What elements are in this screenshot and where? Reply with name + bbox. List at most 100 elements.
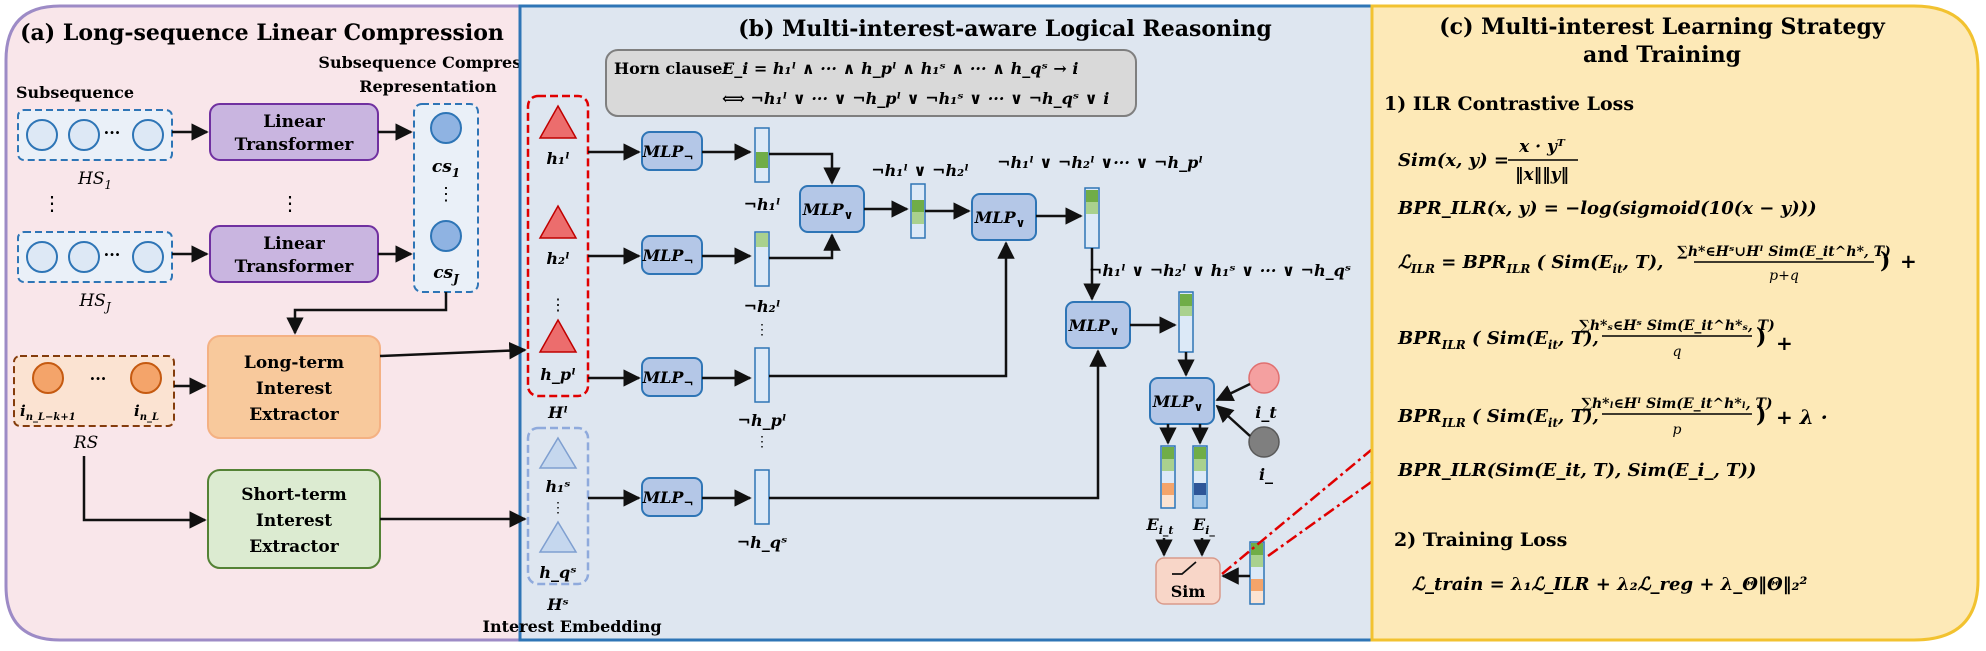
or-2-label: ¬h₁ˡ ∨ ¬h₂ˡ ∨··· ∨ ¬h_pˡ [997, 153, 1203, 172]
mlp-or-4 [1149, 377, 1215, 425]
vertical-dots-left: ⋮ [42, 191, 62, 215]
linear-transformer-1-label-2: Transformer [235, 135, 355, 155]
vertical-dots-middle: ⋮ [280, 191, 300, 215]
long-term-label-2: Interest [256, 379, 332, 399]
h2l-triangle [538, 204, 578, 239]
or-3-label: ¬h₁ˡ ∨ ¬h₂ˡ ∨ h₁ˢ ∨ ··· ∨ ¬h_qˢ [1089, 261, 1351, 280]
cs-vertical-dots: ⋮ [437, 184, 455, 205]
neg-hpl-vector [754, 347, 770, 403]
horn-clause-line-1: E_i = h₁ˡ ∧ ··· ∧ h_pˡ ∧ h₁ˢ ∧ ··· ∧ h_q… [721, 59, 1078, 78]
sim-label: Sim [1171, 582, 1206, 601]
or3-vector-fill-1 [1180, 294, 1192, 306]
section-1-title: 1) ILR Contrastive Loss [1384, 93, 1634, 115]
short-term-interest-group [526, 426, 590, 586]
eq-lilr-2-denominator: q [1673, 344, 1682, 360]
short-term-label-3: Extractor [249, 537, 339, 557]
hs1-item-2 [68, 119, 100, 151]
sim-activation-icon [1172, 561, 1197, 575]
eq-lilr-3-denominator: p [1673, 422, 1682, 438]
mlp-not-1-label: MLP¬ [641, 142, 693, 164]
rs-item-left-label: in_L−k+1 [20, 402, 76, 423]
hqs-triangle [538, 520, 578, 553]
linear-transformer-1-label-1: Linear [263, 112, 326, 132]
eq-lilr-line-1: ℒILR = BPRILR ( Sim(Eit, T), [1398, 252, 1663, 276]
or2-vector-fill-2 [1086, 202, 1098, 214]
short-term-label-1: Short-term [241, 485, 346, 505]
panel-b-title: (b) Multi-interest-aware Logical Reasoni… [738, 16, 1272, 42]
neg-hqs-vector [754, 469, 770, 525]
h1s-triangle [538, 436, 578, 469]
cs1-label: cs1 [432, 157, 460, 180]
neg-h2l-vector-fill [756, 233, 768, 247]
linear-transformer-2-label-1: Linear [263, 234, 326, 254]
target-vector-T [1249, 541, 1265, 605]
long-term-interest-extractor [207, 335, 381, 439]
neg-hpl-label: ¬h_pˡ [738, 411, 787, 430]
subsequence-label: Subsequence [16, 83, 134, 102]
horn-clause-box [605, 49, 1137, 117]
hsj-item-2 [68, 241, 100, 273]
neg-h2l-label: ¬h₂ˡ [744, 297, 781, 316]
long-term-interest-group [526, 94, 590, 398]
eq-sim-numerator: x · yᵀ [1518, 137, 1566, 157]
hs1-item-3 [132, 119, 164, 151]
interest-embedding-label: Interest Embedding [482, 617, 661, 636]
rs-item-right [130, 362, 162, 394]
short-term-label-2: Interest [256, 511, 332, 531]
hs1-item-1 [26, 119, 58, 151]
rs-item-right-label: in_L [134, 402, 159, 423]
red-arrow-sim-to-loss [1221, 434, 1390, 575]
eq-lilr-line-3: BPRILR ( Sim(Eit, T), [1397, 406, 1599, 430]
h1l-triangle [538, 104, 578, 139]
linear-transformer-2-label-2: Transformer [235, 257, 355, 277]
hsj-label: HSJ [78, 291, 111, 314]
mlp-or-2-label: MLP∨ [974, 208, 1026, 230]
rs-item-left [32, 362, 64, 394]
csj-node [430, 220, 462, 252]
mlp-or-3-label: MLP∨ [1068, 316, 1120, 338]
eq-sim-denominator: ‖x‖‖y‖ [1515, 165, 1569, 185]
hs1-label: HS1 [77, 169, 112, 192]
e-it-vector [1160, 445, 1176, 509]
negative-item-node [1248, 426, 1280, 458]
horn-clause-label: Horn clause: [614, 59, 728, 78]
panel-c: (c) Multi-interest Learning Strategy and… [1370, 4, 1980, 642]
neg-h1l-vector-fill [756, 152, 768, 168]
mlp-not-q-label: MLP¬ [641, 488, 693, 510]
rs-label: RS [73, 433, 98, 453]
arrow-negative-to-or4 [1215, 404, 1251, 437]
mlp-or-1-label: MLP∨ [802, 200, 854, 222]
eq-lilr-3-close: ) [1756, 402, 1766, 428]
hs1-dots: ··· [104, 123, 121, 142]
arrow-neg-hpl-to-or2 [769, 241, 1015, 378]
neg-h-vertical-dots-1: ⋮ [755, 322, 769, 338]
or1-vector-fill-1 [912, 200, 924, 212]
eq-lilr-3-numerator: ∑h*ₗ∈Hˡ Sim(E_it^h*ₗ, T) [1581, 396, 1772, 412]
hsj-dots: ··· [104, 245, 121, 264]
or3-vector-fill-2 [1180, 306, 1192, 316]
arrow-rs-to-short-term [82, 456, 207, 529]
sim-block [1155, 557, 1221, 605]
eq-lilr-3-plus-lambda: + λ · [1776, 405, 1828, 429]
long-term-label-3: Extractor [249, 405, 339, 425]
panel-c-title-line-1: (c) Multi-interest Learning Strategy [1439, 14, 1886, 40]
panel-a: (a) Long-sequence Linear Compression Sub… [4, 4, 552, 642]
panel-a-title: (a) Long-sequence Linear Compression [20, 20, 504, 46]
eq-lilr-line-4: BPR_ILR(Sim(E_it, T), Sim(E_i_, T)) [1397, 460, 1756, 481]
hpl-triangle [538, 318, 578, 353]
cs1-node [430, 112, 462, 144]
hs-vertical-dots: ⋮ [551, 500, 565, 516]
Hs-label: Hˢ [546, 595, 568, 614]
h1l-label: h₁ˡ [546, 149, 569, 168]
arrow-neg-h2l-to-or1 [769, 233, 841, 260]
hsj-item-3 [132, 241, 164, 273]
h2l-label: h₂ˡ [546, 249, 569, 268]
h1s-label: h₁ˢ [546, 477, 571, 496]
eq-lilr-1-close: ) [1880, 248, 1890, 274]
Hl-label: Hˡ [547, 403, 568, 422]
section-2-title: 2) Training Loss [1394, 529, 1567, 551]
long-term-label-1: Long-term [244, 353, 344, 373]
neg-h-vertical-dots-2: ⋮ [755, 434, 769, 450]
e-im-vector [1192, 445, 1208, 509]
